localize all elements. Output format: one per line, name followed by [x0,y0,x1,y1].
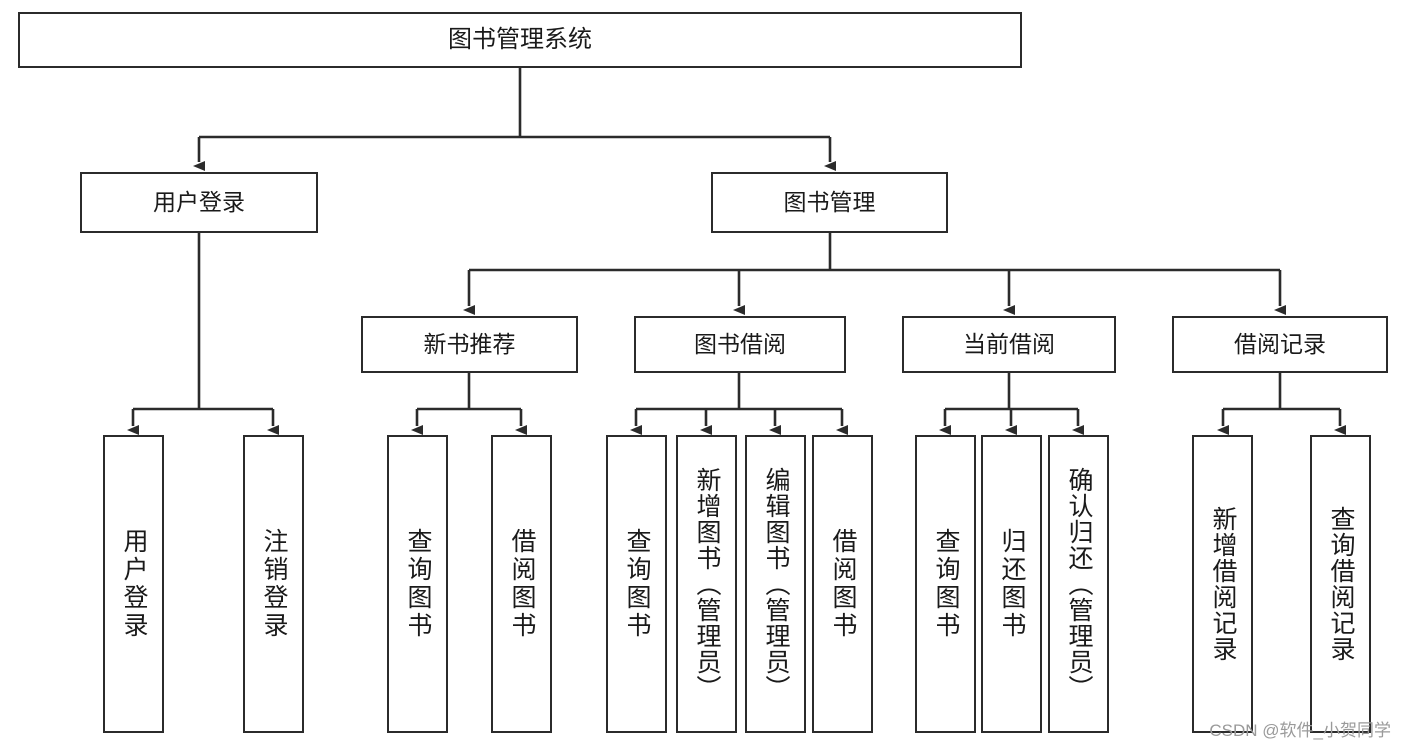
node-book-borrow[interactable]: 图书借阅 [634,316,846,373]
leaf-recommend-query-book-label: 查询图书 [404,528,432,640]
leaf-recommend-borrow-book-label: 借阅图书 [508,528,536,640]
leaf-record-add-label: 新增借阅记录 [1209,506,1237,662]
node-current-borrow-label: 当前借阅 [963,330,1055,357]
leaf-recommend-borrow-book[interactable]: 借阅图书 [491,435,552,733]
leaf-current-confirm-return-label: 确认归还（管理员） [1065,467,1093,701]
leaf-borrow-borrow-book[interactable]: 借阅图书 [812,435,873,733]
node-root[interactable]: 图书管理系统 [18,12,1022,68]
leaf-borrow-query-book-label: 查询图书 [623,528,651,640]
leaf-current-return-book[interactable]: 归还图书 [981,435,1042,733]
leaf-current-return-book-label: 归还图书 [998,528,1026,640]
leaf-user-logout-label: 注销登录 [260,528,288,640]
leaf-current-query-book[interactable]: 查询图书 [915,435,976,733]
leaf-borrow-edit-book[interactable]: 编辑图书（管理员） [745,435,806,733]
watermark: CSDN @软件_小贺同学 [1209,721,1391,740]
node-user-login-label: 用户登录 [153,188,245,215]
leaf-current-confirm-return[interactable]: 确认归还（管理员） [1048,435,1109,733]
node-new-book-recommend[interactable]: 新书推荐 [361,316,578,373]
leaf-borrow-edit-book-label: 编辑图书（管理员） [762,467,790,701]
node-book-borrow-label: 图书借阅 [694,330,786,357]
leaf-borrow-add-book-label: 新增图书（管理员） [693,467,721,701]
node-book-management[interactable]: 图书管理 [711,172,948,233]
leaf-current-query-book-label: 查询图书 [932,528,960,640]
node-borrow-record[interactable]: 借阅记录 [1172,316,1388,373]
leaf-user-login[interactable]: 用户登录 [103,435,164,733]
leaf-borrow-borrow-book-label: 借阅图书 [829,528,857,640]
node-user-login[interactable]: 用户登录 [80,172,318,233]
leaf-record-query[interactable]: 查询借阅记录 [1310,435,1371,733]
leaf-borrow-add-book[interactable]: 新增图书（管理员） [676,435,737,733]
node-new-book-recommend-label: 新书推荐 [423,330,516,357]
leaf-borrow-query-book[interactable]: 查询图书 [606,435,667,733]
node-book-management-label: 图书管理 [783,188,876,215]
leaf-recommend-query-book[interactable]: 查询图书 [387,435,448,733]
node-root-label: 图书管理系统 [448,25,592,53]
leaf-record-add[interactable]: 新增借阅记录 [1192,435,1253,733]
leaf-user-logout[interactable]: 注销登录 [243,435,304,733]
node-current-borrow[interactable]: 当前借阅 [902,316,1116,373]
leaf-record-query-label: 查询借阅记录 [1327,506,1355,662]
leaf-user-login-label: 用户登录 [120,528,148,640]
node-borrow-record-label: 借阅记录 [1234,330,1326,357]
